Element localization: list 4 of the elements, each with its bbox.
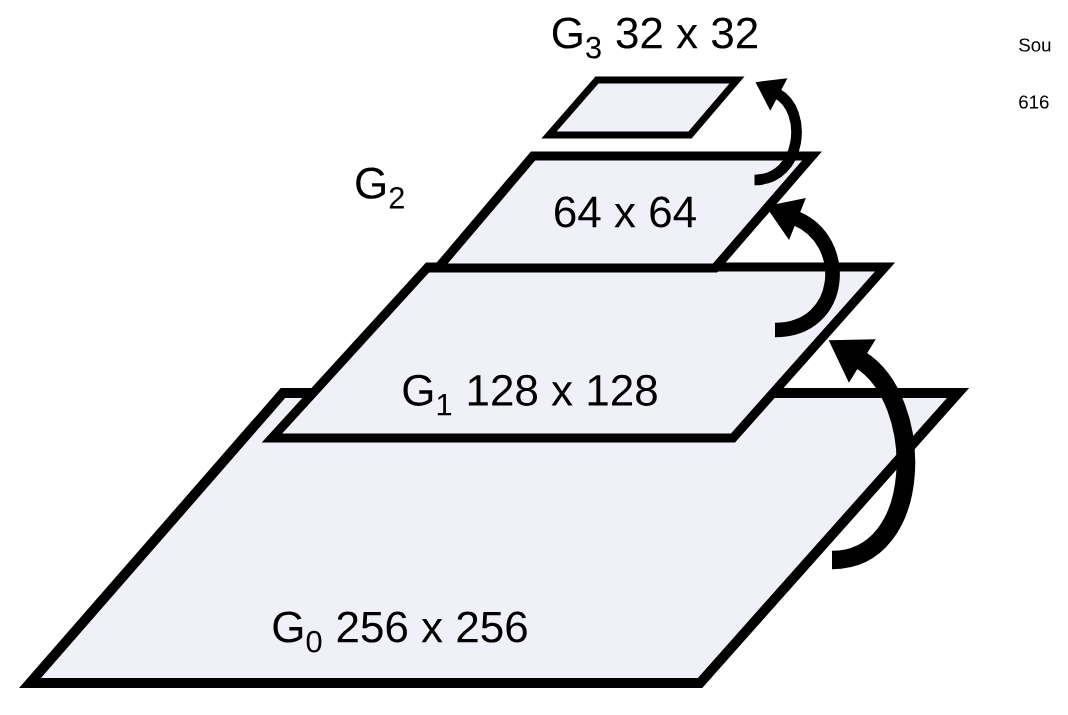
- node-label: G$_{2}$: [356, 167, 404, 209]
- source-note: Sou: [1019, 38, 1051, 52]
- source-note: 616: [1019, 95, 1049, 109]
- node-label: G$_{3}$ 32 x 32: [552, 17, 758, 59]
